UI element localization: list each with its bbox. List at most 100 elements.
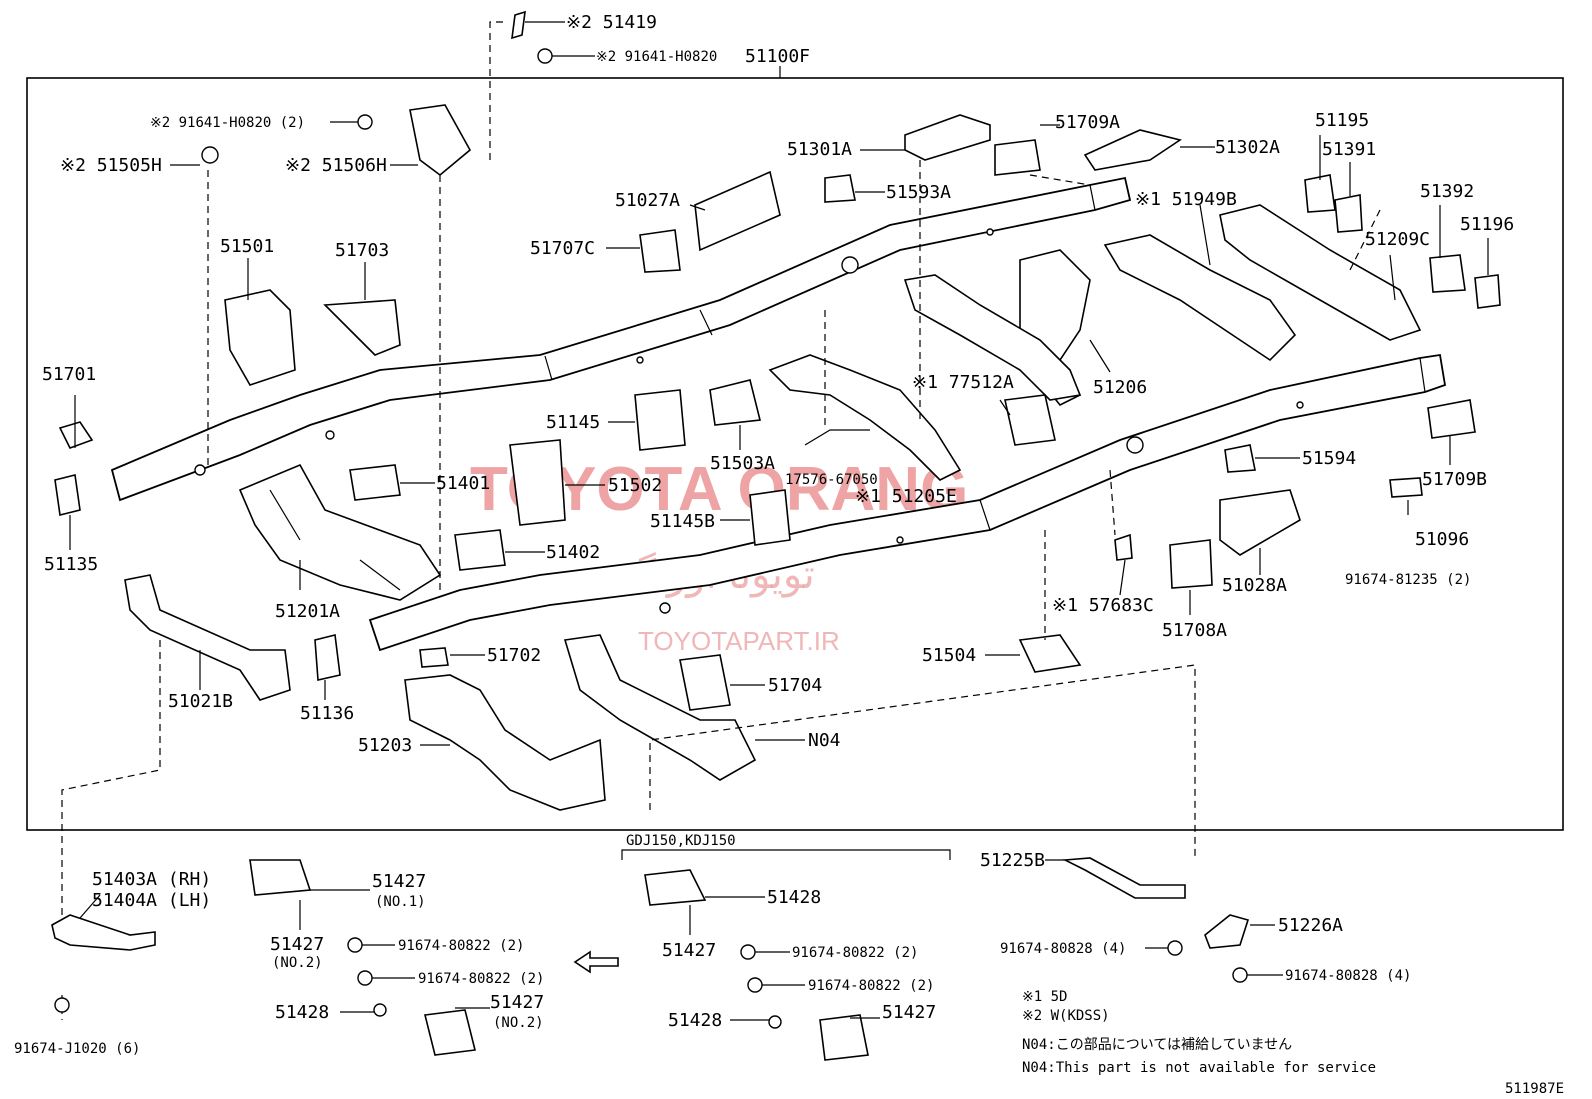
label-no1: (NO.1) <box>375 894 426 910</box>
label-51226A: 51226A <box>1278 915 1343 936</box>
label-51428-left: 51428 <box>275 1002 329 1023</box>
label-51096: 51096 <box>1415 529 1469 550</box>
label-51403A: 51403A (RH) <box>92 869 211 890</box>
label-51028A: 51028A <box>1222 575 1287 596</box>
label-91674-80828-b: 91674-80828 (4) <box>1285 968 1411 984</box>
part-51145[interactable] <box>634 389 686 451</box>
label-51196: 51196 <box>1460 214 1514 235</box>
bolt-91674-80822-d[interactable] <box>747 977 763 993</box>
part-77512A-crossmember[interactable] <box>903 274 1082 401</box>
label-17576-67050: 17576-67050 <box>785 472 878 488</box>
leader-lines <box>69 21 1489 1021</box>
label-77512A: ※1 77512A <box>912 372 1014 393</box>
part-51392[interactable] <box>1429 254 1466 293</box>
part-51427-no2-left[interactable] <box>424 1009 476 1056</box>
bolt-91674-J1020[interactable] <box>54 997 70 1013</box>
label-51136: 51136 <box>300 703 354 724</box>
bolt-91674-80822-b[interactable] <box>357 970 373 986</box>
part-51701[interactable] <box>58 421 94 449</box>
part-51201A[interactable] <box>238 463 442 601</box>
diagram-code: 511987E <box>1505 1081 1564 1097</box>
part-51704[interactable] <box>679 654 731 711</box>
part-51205E[interactable] <box>768 354 962 481</box>
part-51021B[interactable] <box>124 574 291 701</box>
part-51594[interactable] <box>1224 444 1256 473</box>
part-51702[interactable] <box>419 647 449 668</box>
label-51709B: 51709B <box>1422 469 1487 490</box>
label-no2: (NO.2) <box>272 955 323 971</box>
label-51501: 51501 <box>220 236 274 257</box>
part-51226A[interactable] <box>1204 914 1250 949</box>
bolt-91674-80828-a[interactable] <box>1167 940 1183 956</box>
part-51709A[interactable] <box>994 139 1041 176</box>
part-51419[interactable] <box>511 10 526 40</box>
label-51593A: 51593A <box>886 182 951 203</box>
part-51203[interactable] <box>404 674 606 811</box>
note-2: ※2 W(KDSS) <box>1022 1008 1110 1024</box>
part-51145B[interactable] <box>749 489 791 546</box>
part-51402[interactable] <box>454 529 506 571</box>
part-51709B[interactable] <box>1427 399 1476 439</box>
part-51428-left[interactable] <box>373 1003 387 1017</box>
label-51707C: 51707C <box>530 238 595 259</box>
part-51703[interactable] <box>323 299 401 356</box>
label-51427-right: 51427 <box>662 940 716 961</box>
part-51427-right[interactable] <box>644 869 707 906</box>
part-51428-right2[interactable] <box>768 1015 782 1029</box>
part-51707C[interactable] <box>639 229 681 273</box>
label-51704: 51704 <box>768 675 822 696</box>
part-51401[interactable] <box>349 464 401 501</box>
part-51501[interactable] <box>224 289 296 386</box>
label-51427-no1: 51427 <box>372 871 426 892</box>
part-51135[interactable] <box>54 474 81 516</box>
part-51196[interactable] <box>1474 274 1501 309</box>
frame-rail-right <box>368 353 1447 652</box>
part-51096[interactable] <box>1389 477 1423 498</box>
part-51028A[interactable] <box>1219 489 1301 556</box>
part-51505H[interactable] <box>201 146 219 164</box>
part-51136[interactable] <box>314 634 341 681</box>
label-51205E: ※1 51205E <box>855 486 957 507</box>
part-51027A[interactable] <box>694 170 781 252</box>
part-17576-67050[interactable] <box>804 429 870 446</box>
part-51209C[interactable] <box>1219 204 1422 341</box>
bolt-91674-80828-b[interactable] <box>1232 967 1248 983</box>
part-51391[interactable] <box>1334 194 1363 233</box>
label-51505H: ※2 51505H <box>60 155 162 176</box>
label-51206: 51206 <box>1093 377 1147 398</box>
label-51135: 51135 <box>44 554 98 575</box>
bolt-91641-left[interactable] <box>357 114 373 130</box>
label-51100F: 51100F <box>745 46 810 67</box>
label-gdj150: GDJ150,KDJ150 <box>626 833 736 849</box>
part-51403A[interactable] <box>51 914 156 951</box>
part-57683C[interactable] <box>1114 533 1133 561</box>
bolt-91674-80822-c[interactable] <box>740 944 756 960</box>
label-N04: N04 <box>808 730 841 751</box>
label-51503A: 51503A <box>710 453 775 474</box>
label-51701: 51701 <box>42 364 96 385</box>
part-51506H[interactable] <box>409 104 472 177</box>
label-51709A: 51709A <box>1055 112 1120 133</box>
part-51427-right2[interactable] <box>819 1014 869 1061</box>
part-51503A[interactable] <box>709 379 761 426</box>
part-51225B[interactable] <box>1062 857 1186 899</box>
label-91674-80828-a: 91674-80828 (4) <box>1000 941 1126 957</box>
part-51949B[interactable] <box>1103 234 1297 362</box>
part-51301A[interactable] <box>904 114 991 161</box>
label-51506H: ※2 51506H <box>285 155 387 176</box>
part-51195[interactable] <box>1304 174 1336 213</box>
part-51593A[interactable] <box>824 174 856 203</box>
label-51419: ※2 51419 <box>566 12 657 33</box>
part-51504[interactable] <box>1018 634 1082 673</box>
label-no2b: (NO.2) <box>493 1015 544 1031</box>
part-51502[interactable] <box>509 439 566 526</box>
bolt-91641-top[interactable] <box>537 48 553 64</box>
bolt-91674-80822-a[interactable] <box>347 937 363 953</box>
watermark-site: TOYOTAPART.IR <box>638 626 840 656</box>
part-51708A[interactable] <box>1169 539 1213 589</box>
part-51427-no1-left[interactable] <box>249 859 312 896</box>
part-77512A[interactable] <box>1004 394 1056 446</box>
arrow-left-icon <box>573 950 619 974</box>
part-N04[interactable] <box>563 634 757 781</box>
part-51302A[interactable] <box>1083 129 1182 171</box>
